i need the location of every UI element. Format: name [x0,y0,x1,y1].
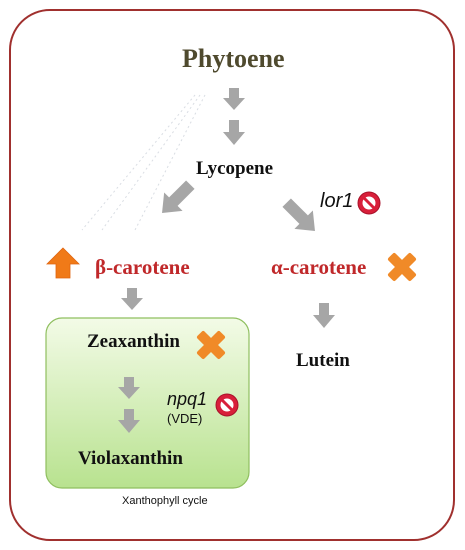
dotted-guide-lines [81,94,206,231]
no-sign-icon [357,191,381,215]
cross-icon [196,330,226,360]
node-zeaxanthin: Zeaxanthin [87,331,180,352]
node-lycopene: Lycopene [196,158,274,179]
mutant-npq1: npq1 [167,389,208,409]
cross-icon [387,252,417,282]
diagonal-arrow-icon [162,180,195,213]
xanthophyll-cycle-label: Xanthophyll cycle [122,495,208,507]
down-arrow-icon [118,377,140,399]
xanthophyll-cycle-box [45,317,250,489]
node-phytoene: Phytoene [182,44,285,73]
down-arrow-icon [313,303,335,328]
node-lutein: Lutein [296,350,350,371]
node-violaxanthin: Violaxanthin [78,448,183,469]
up-arrow-icon [46,247,80,279]
down-arrow-icon [223,120,245,145]
down-arrow-icon [223,88,245,110]
down-arrow-icon [118,409,140,433]
node-beta-carotene: β-carotene [95,255,190,279]
node-alpha-carotene: α-carotene [271,255,367,279]
no-sign-icon [215,393,239,417]
mutant-lor1: lor1 [320,190,354,212]
down-arrow-icon [121,288,143,310]
diagonal-arrow-icon [282,198,315,231]
mutant-npq1-enzyme: (VDE) [167,411,203,426]
